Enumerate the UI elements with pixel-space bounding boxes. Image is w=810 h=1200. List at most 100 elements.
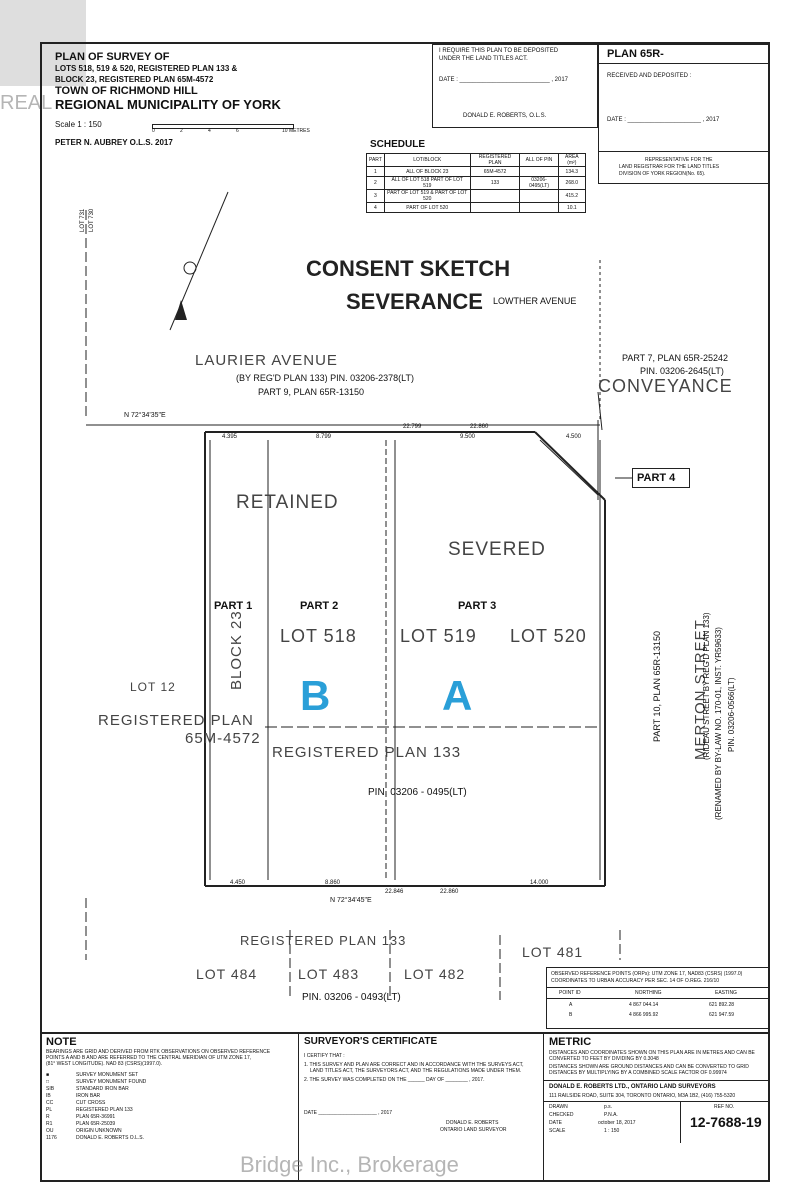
part7-pin-label: PIN. 03206-2645(LT)	[640, 366, 724, 376]
dim-top-3: 22.799	[403, 424, 422, 430]
legend-item: PLAN 65R-25039	[76, 1121, 116, 1127]
scale-label: Scale 1 : 150	[55, 120, 102, 129]
bearing-bottom: N 72°34'45"E	[330, 897, 372, 904]
coords-cell: 621 892.28	[709, 1002, 735, 1008]
plan-rep-1: REPRESENTATIVE FOR THE	[645, 157, 713, 163]
merton-sub-3: PIN. 03206-0566(LT)	[727, 677, 736, 752]
north-arrow-circle	[183, 261, 197, 275]
part-2-label: PART 2	[300, 600, 339, 612]
lot-12-label: LOT 12	[130, 680, 176, 694]
part7-label: PART 7, PLAN 65R-25242	[622, 353, 729, 363]
legend-code: R	[46, 1114, 50, 1120]
merton-sub-1: (RIDEAU STREET BY REG'D PLAN 133)	[702, 612, 711, 761]
metric-text-3: DISTANCES SHOWN ARE GROUND DISTANCES AND…	[549, 1064, 749, 1070]
merton-sub-2: (RENAMED BY BY-LAW NO. 170-01, INST. YR5…	[714, 627, 723, 820]
part-1-label: PART 1	[214, 600, 253, 612]
plan-block: PLAN 65R- RECEIVED AND DEPOSITED : DATE …	[598, 44, 770, 184]
lot-730-label: LOT 730	[89, 208, 95, 232]
legend-code: CC	[46, 1100, 54, 1106]
legend-item: SURVEY MONUMENT FOUND	[76, 1079, 147, 1085]
certificate-clause-2: 2. THE SURVEY WAS COMPLETED ON THE _____…	[304, 1077, 485, 1083]
part-3-label: PART 3	[458, 600, 497, 612]
pin-0493-label: PIN. 03206 - 0493(LT)	[302, 992, 401, 1003]
metric-text-4: DISTANCES BY MULTIPLYING BY A COMBINED S…	[549, 1070, 727, 1076]
laurier-pin-label: (BY REG'D PLAN 133) PIN. 03206-2378(LT)	[236, 373, 414, 383]
coords-header: POINT ID	[559, 990, 581, 996]
legend-item: SURVEY MONUMENT SET	[76, 1072, 139, 1078]
drawn-label: DRAWN	[549, 1104, 568, 1110]
plan-65m-4572-label: 65M-4572	[185, 730, 261, 747]
coords-title-2: COORDINATES TO URBAN ACCURACY PER SEC. 1…	[551, 978, 720, 984]
legend-item: PLAN 65R-36991	[76, 1114, 116, 1120]
plan-date: DATE : ______________________ , 2017	[607, 117, 720, 123]
part-4-label: PART 4	[637, 472, 676, 484]
date-label: DATE	[549, 1120, 562, 1126]
legend-code: PL	[46, 1107, 53, 1113]
legend-code: □	[46, 1079, 50, 1085]
certificate-clause-1b: LAND TITLES ACT, THE SURVEYORS ACT, AND …	[310, 1068, 522, 1074]
severed-label: SEVERED	[448, 539, 546, 560]
dim-bottom-4: 22.860	[440, 889, 459, 895]
legend-item: CUT CROSS	[76, 1100, 106, 1106]
conveyance-leader	[597, 391, 603, 431]
coords-header: NORTHING	[635, 990, 662, 996]
title-line-4: TOWN OF RICHMOND HILL	[55, 85, 198, 97]
certificate-title: SURVEYOR'S CERTIFICATE	[304, 1036, 438, 1047]
plan-number-title: PLAN 65R-	[607, 48, 664, 60]
deposit-line-1: I REQUIRE THIS PLAN TO BE DEPOSITED	[439, 48, 559, 54]
lot-481-label: LOT 481	[522, 944, 584, 960]
part4-corner-line	[534, 431, 606, 501]
dim-bottom-1: 4.450	[230, 880, 246, 886]
laurier-avenue-label: LAURIER AVENUE	[195, 352, 338, 369]
legend-code: ■	[46, 1072, 50, 1078]
deposit-block: I REQUIRE THIS PLAN TO BE DEPOSITED UNDE…	[432, 44, 598, 128]
scale-bar	[152, 124, 294, 129]
certificate-name: DONALD E. ROBERTS	[446, 1120, 499, 1126]
lot-518-label: LOT 518	[280, 626, 357, 646]
retained-label: RETAINED	[236, 492, 339, 513]
registered-plan-bottom-label: REGISTERED PLAN 133	[240, 933, 407, 948]
legend-code: 1176	[46, 1135, 57, 1141]
dim-top-5: 9.500	[460, 434, 476, 440]
ref-label: REF NO.	[714, 1104, 735, 1110]
plan-rep-2: LAND REGISTRAR FOR THE LAND TITLES	[619, 164, 720, 170]
metric-text-2: CONVERTED TO FEET BY DIVIDING BY 0.3048	[549, 1056, 659, 1062]
dim-top-4: 22.860	[470, 424, 489, 430]
lot-519-label: LOT 519	[400, 626, 477, 646]
ref-number: 12-7688-19	[690, 1114, 762, 1130]
consent-sketch-title: CONSENT SKETCH	[306, 256, 511, 281]
plan-rep-3: DIVISION OF YORK REGION(No. 65).	[619, 171, 706, 177]
coords-cell: A	[569, 1002, 573, 1008]
conveyance-label: CONVEYANCE	[598, 376, 733, 396]
parcel-b-marker: B	[300, 672, 331, 719]
title-line-5: REGIONAL MUNICIPALITY OF YORK	[55, 97, 281, 112]
legend-item: DONALD E. ROBERTS O.L.S.	[76, 1135, 144, 1141]
coordinates-block: OBSERVED REFERENCE POINTS (ORPs): UTM ZO…	[546, 967, 770, 1029]
block-23-label: BLOCK 23	[228, 610, 245, 690]
scale-tick-2: 2	[180, 128, 183, 134]
coords-cell: B	[569, 1012, 573, 1018]
lowther-avenue-label: LOWTHER AVENUE	[493, 296, 577, 306]
scale-tick-0: 0	[152, 128, 155, 134]
part-4-box	[632, 468, 690, 488]
firm-name: DONALD E. ROBERTS LTD., ONTARIO LAND SUR…	[549, 1084, 716, 1090]
dim-top-6: 4.500	[566, 434, 582, 440]
metric-text-1: DISTANCES AND COORDINATES SHOWN ON THIS …	[549, 1050, 755, 1056]
registered-plan-133-label: REGISTERED PLAN 133	[272, 744, 462, 761]
coords-cell: 4 867 044.14	[629, 1002, 659, 1008]
severance-title: SEVERANCE	[346, 289, 483, 314]
metric-title: METRIC	[549, 1036, 592, 1048]
schedule-cell: PART OF LOT 520	[383, 202, 471, 213]
legend-code: SIB	[46, 1086, 55, 1092]
deposit-signature: DONALD E. ROBERTS, O.L.S.	[463, 113, 547, 119]
lot-484-label: LOT 484	[196, 966, 258, 982]
title-line-2: LOTS 518, 519 & 520, REGISTERED PLAN 133…	[55, 64, 238, 73]
legend-item: ORIGIN UNKNOWN	[76, 1128, 122, 1134]
dim-bottom-2: 8.860	[325, 880, 341, 886]
certificate-date: DATE _____________________ , 2017	[304, 1110, 393, 1116]
firm-address: 111 RAILSIDE ROAD, SUITE 304, TORONTO ON…	[549, 1093, 736, 1099]
